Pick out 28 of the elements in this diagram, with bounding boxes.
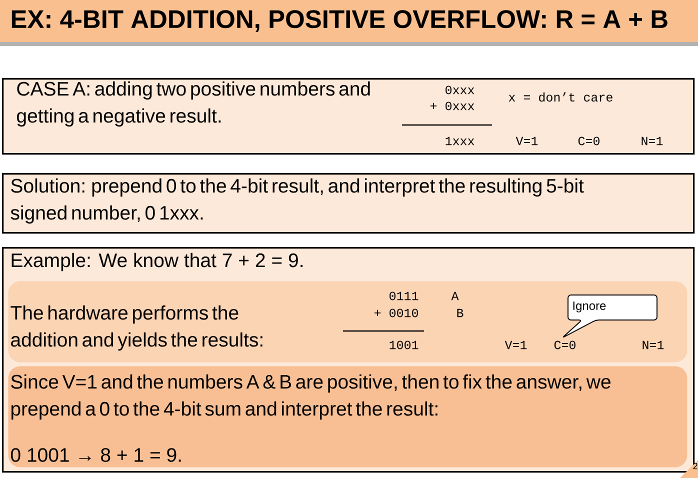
- sum-text: + 0xxx: [430, 102, 474, 110]
- sum-text: 0xxx: [446, 86, 474, 94]
- sum-text: 1xxx: [446, 136, 474, 146]
- body-text: CASE A: adding two positive numbers and getting a negative result.: [17, 81, 370, 127]
- callout-text: Ignore: [573, 302, 606, 312]
- sum-text: N=1: [642, 340, 664, 350]
- sum-text: + 0010: [374, 308, 418, 318]
- sum-text: C=0: [554, 340, 576, 350]
- title-band: EX: 4-BIT ADDITION, POSITIVE OVERFLOW: R = A + B: [0, 0, 698, 46]
- text-box: [2, 78, 695, 155]
- body-text: Example: We know that 7 + 2 = 9.: [12, 252, 302, 272]
- sum-text: C=0: [578, 136, 600, 146]
- sum-text: x = don’t care: [508, 92, 612, 102]
- sum-text: A: [451, 292, 459, 300]
- sum-text: 1001: [390, 340, 418, 350]
- rounded-panel: [8, 281, 688, 362]
- body-text: 0 1001 → 8 + 1 = 9.: [10, 448, 181, 462]
- speech-bubble: [562, 294, 658, 338]
- sum-text: V=1: [504, 340, 527, 350]
- sum-text: V=1: [516, 136, 538, 146]
- sum-text: B: [457, 308, 464, 318]
- body-text: The hardware performs the addition and yields the results:: [10, 305, 262, 351]
- body-text: Solution: prepend 0 to the 4-bit result, and interpret the resulting 5-bit signed number, 0 1xxx.: [10, 178, 584, 224]
- text-box: [2, 173, 695, 234]
- sum-text: N=1: [642, 136, 663, 146]
- body-text: Since V=1 and the numbers A & B are positive, then to fix the answer, we prepend a 0 to the 4-bit sum and interpret the result:: [11, 374, 610, 420]
- rounded-panel: [8, 366, 688, 468]
- sum-text: 0111: [390, 292, 418, 300]
